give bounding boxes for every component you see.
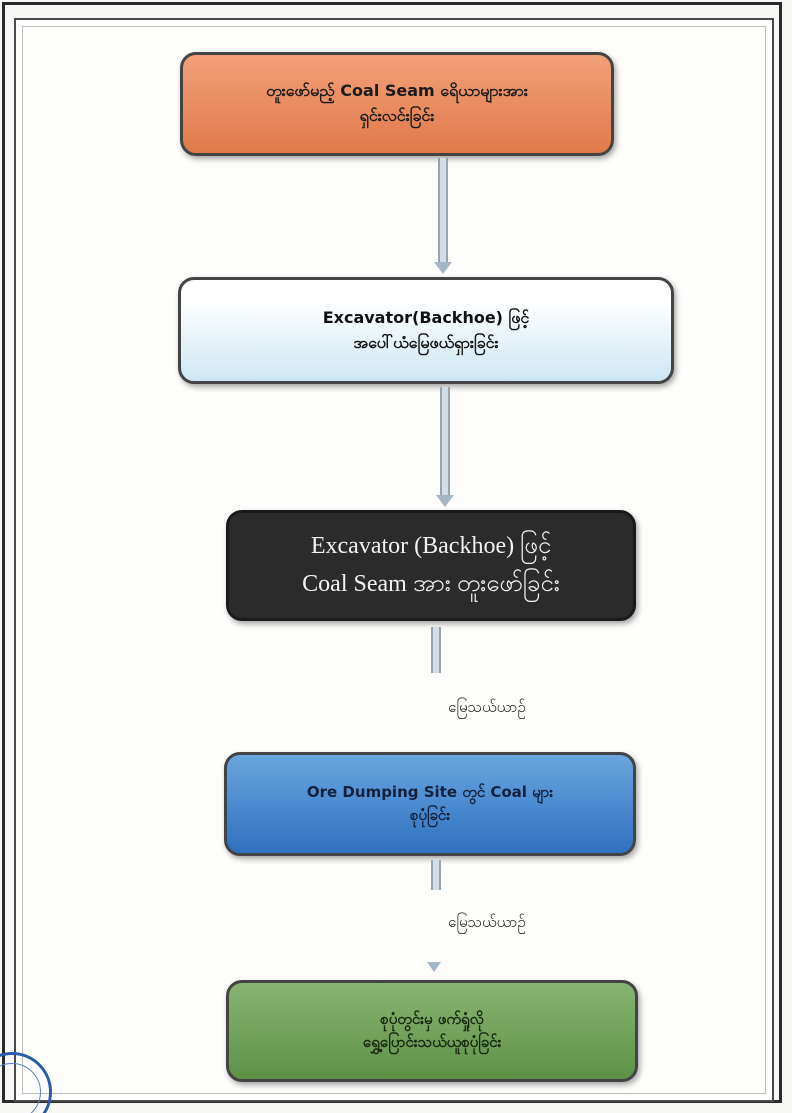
step-1-text: တူးဖော်မည့် Coal Seam ရေိယာများအား ရှင်း… bbox=[240, 79, 554, 129]
arrow-2-head bbox=[436, 495, 454, 507]
step-4-box: Ore Dumping Site တွင် Coal များ စုပုံခြင… bbox=[224, 752, 636, 856]
step-1-line-2: ရှင်းလင်းခြင်း bbox=[359, 106, 435, 125]
step-1-box: တူးဖော်မည့် Coal Seam ရေိယာများအား ရှင်း… bbox=[180, 52, 614, 156]
step-4-line-1: Ore Dumping Site တွင် Coal များ bbox=[306, 782, 554, 801]
step-3-box: Excavator (Backhoe) ဖြင့် Coal Seam အား … bbox=[226, 510, 636, 621]
transport-label-2: မြေသယ်ယာဉ် bbox=[448, 913, 526, 931]
step-5-text: စုပုံတွင်းမှ ဖက်ရှုံလို ရွှေ့ပြောင်းသယ်ယ… bbox=[337, 1008, 528, 1055]
step-2-line-1: Excavator(Backhoe) ဖြင့် bbox=[322, 307, 530, 327]
arrow-1-head bbox=[434, 262, 452, 274]
step-2-text: Excavator(Backhoe) ဖြင့် အပေါ်ယံမြေဖယ်ရှ… bbox=[297, 306, 556, 356]
step-3-text: Excavator (Backhoe) ဖြင့် Coal Seam အား … bbox=[276, 528, 586, 602]
arrow-4-head bbox=[427, 962, 441, 972]
arrow-4-shaft bbox=[431, 860, 441, 890]
arrow-1-shaft bbox=[438, 158, 448, 262]
step-3-line-2: Coal Seam အား တူးဖော်ခြင်း bbox=[302, 570, 560, 597]
step-4-text: Ore Dumping Site တွင် Coal များ စုပုံခြင… bbox=[281, 781, 579, 828]
step-5-box: စုပုံတွင်းမှ ဖက်ရှုံလို ရွှေ့ပြောင်းသယ်ယ… bbox=[226, 980, 638, 1082]
transport-label-1: မြေသယ်ယာဉ် bbox=[448, 698, 526, 716]
step-5-line-2: ရွှေ့ပြောင်းသယ်ယူစုပုံခြင်း bbox=[362, 1033, 502, 1051]
step-1-line-1: တူးဖော်မည့် Coal Seam ရေိယာများအား bbox=[266, 81, 528, 101]
arrow-2-shaft bbox=[440, 387, 450, 495]
inner-frame bbox=[14, 18, 774, 1102]
step-2-line-2: အပေါ်ယံမြေဖယ်ရှားခြင်း bbox=[353, 332, 499, 352]
step-2-box: Excavator(Backhoe) ဖြင့် အပေါ်ယံမြေဖယ်ရှ… bbox=[178, 277, 674, 384]
step-4-line-2: စုပုံခြင်း bbox=[409, 806, 451, 824]
step-5-line-1: စုပုံတွင်းမှ ဖက်ရှုံလို bbox=[380, 1009, 484, 1028]
step-3-line-1: Excavator (Backhoe) ဖြင့် bbox=[310, 533, 552, 560]
arrow-3-shaft bbox=[431, 627, 441, 673]
